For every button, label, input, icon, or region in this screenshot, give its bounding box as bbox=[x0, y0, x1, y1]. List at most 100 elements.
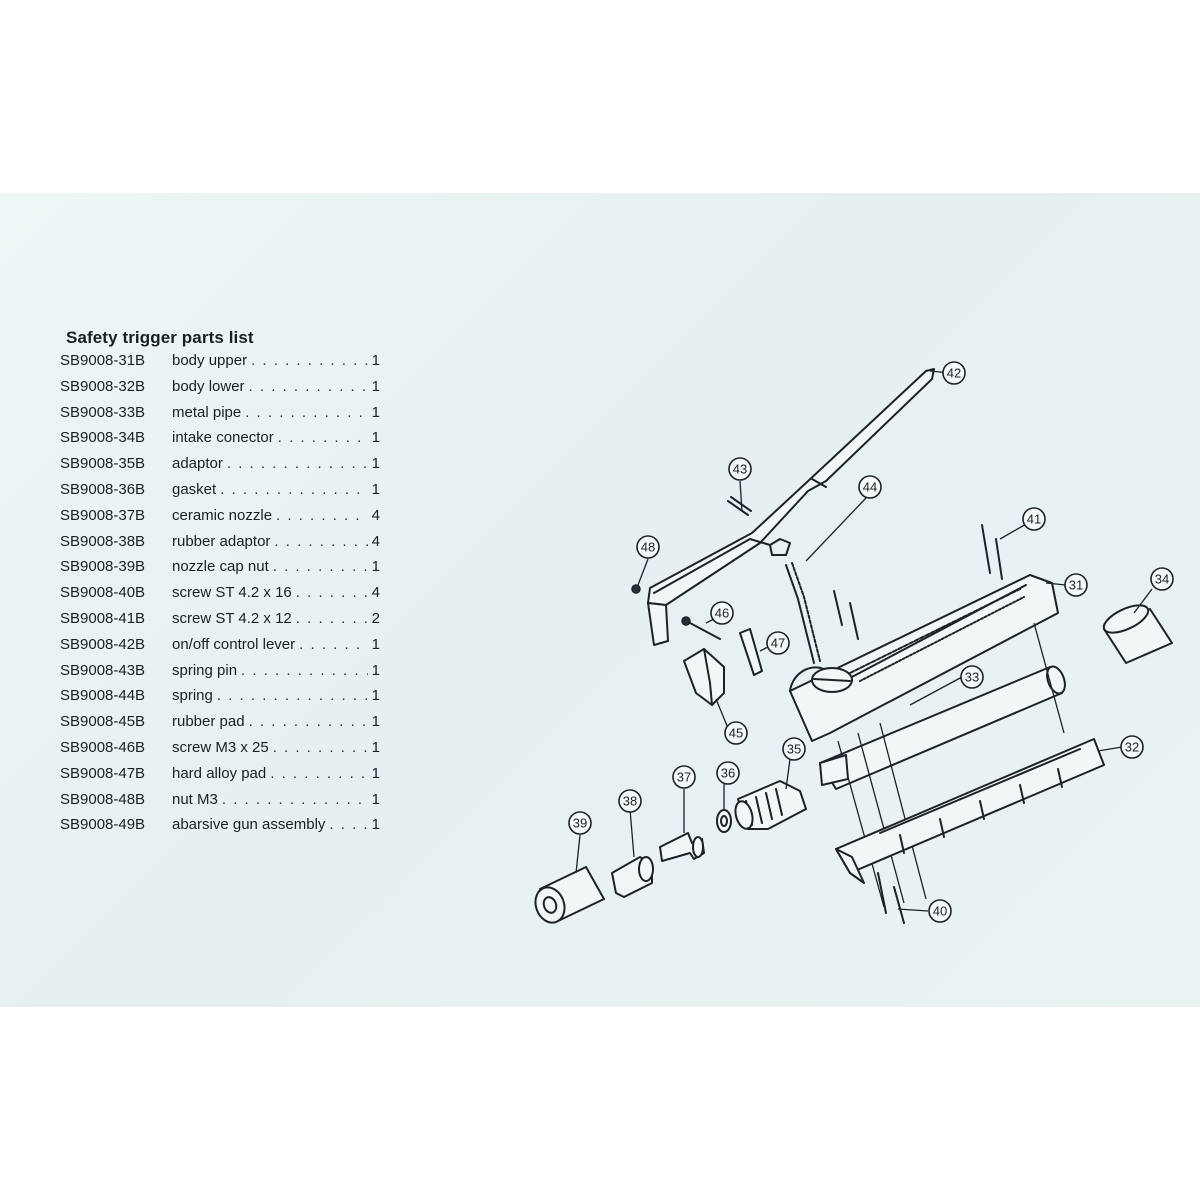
svg-text:31: 31 bbox=[1069, 578, 1083, 593]
svg-text:48: 48 bbox=[641, 540, 655, 555]
svg-text:47: 47 bbox=[771, 636, 785, 651]
svg-text:46: 46 bbox=[715, 606, 729, 621]
callout-44: 44 bbox=[858, 475, 882, 499]
part-code: SB9008-34B bbox=[60, 429, 146, 447]
svg-text:39: 39 bbox=[573, 816, 587, 831]
callout-33: 33 bbox=[960, 665, 984, 689]
part-description: rubber adaptor bbox=[172, 532, 271, 550]
part-quantity: 1 bbox=[371, 480, 380, 498]
dot-leader: . . . . . . . . . . . . . . . . . . . . … bbox=[245, 403, 367, 421]
part-code: SB9008-48B bbox=[60, 790, 146, 808]
part-quantity: 1 bbox=[371, 352, 380, 369]
part-code: SB9008-36B bbox=[60, 480, 146, 498]
dot-leader: . . . . . . . . . . . . . . . . . . . . … bbox=[299, 635, 368, 653]
part-37-ceramic-nozzle bbox=[659, 832, 705, 862]
svg-text:42: 42 bbox=[947, 366, 961, 381]
svg-text:33: 33 bbox=[965, 670, 979, 685]
leader-lines bbox=[575, 370, 1153, 912]
part-34-intake-connector bbox=[1102, 604, 1173, 664]
dot-leader: . . . . . . . . . . . . . . . . . . . . … bbox=[241, 661, 368, 679]
part-code: SB9008-47B bbox=[60, 764, 146, 782]
part-48-nut bbox=[631, 584, 641, 594]
dot-leader: . . . . . . . . . . . . . . . . . . . . … bbox=[272, 738, 368, 756]
dot-leader: . . . . . . . . . . . . . . . . . . . . … bbox=[248, 713, 368, 731]
part-code: SB9008-33B bbox=[60, 403, 146, 421]
part-35-adaptor bbox=[734, 780, 807, 830]
part-description: gasket bbox=[172, 480, 217, 498]
part-32-body-lower bbox=[819, 738, 1105, 884]
part-description: spring bbox=[172, 687, 213, 705]
part-quantity: 1 bbox=[371, 713, 380, 731]
part-code: SB9008-43B bbox=[60, 661, 146, 679]
part-code: SB9008-35B bbox=[60, 455, 146, 473]
svg-text:35: 35 bbox=[787, 742, 801, 757]
part-code: SB9008-41B bbox=[60, 609, 146, 627]
part-code: SB9008-32B bbox=[60, 377, 146, 395]
dot-leader: . . . . . . . . . . . . . . . . . . . . … bbox=[251, 352, 368, 369]
dot-leader: . . . . . . . . . . . . . . . . . . . . … bbox=[329, 816, 367, 834]
part-44-spring bbox=[785, 562, 821, 664]
part-quantity: 2 bbox=[371, 609, 380, 627]
part-43-spring-pin bbox=[727, 496, 752, 516]
part-quantity: 1 bbox=[371, 790, 380, 808]
callout-41: 41 bbox=[1022, 507, 1046, 531]
part-code: SB9008-40B bbox=[60, 584, 146, 602]
part-row: SB9008-47B hard alloy pad . . . . . . . .… bbox=[60, 765, 380, 791]
part-quantity: 1 bbox=[371, 661, 380, 679]
svg-text:41: 41 bbox=[1027, 512, 1041, 527]
dot-leader: . . . . . . . . . . . . . . . . . . . . … bbox=[216, 687, 368, 705]
part-description: nozzle cap nut bbox=[172, 558, 269, 576]
callout-43: 43 bbox=[728, 457, 752, 481]
part-description: body upper bbox=[172, 352, 248, 369]
part-row: SB9008-44B spring . . . . . . . . . . . .… bbox=[60, 687, 380, 713]
part-description: screw ST 4.2 x 16 bbox=[172, 584, 292, 602]
dot-leader: . . . . . . . . . . . . . . . . . . . . … bbox=[270, 764, 367, 782]
part-description: hard alloy pad bbox=[172, 764, 267, 782]
part-quantity: 4 bbox=[371, 532, 380, 550]
dot-leader: . . . . . . . . . . . . . . . . . . . . … bbox=[274, 532, 367, 550]
part-code: SB9008-38B bbox=[60, 532, 146, 550]
callout-31: 31 bbox=[1064, 573, 1088, 597]
part-code: SB9008-49B bbox=[60, 816, 146, 834]
exploded-diagram: 31 32 33 34 35 36 37 38 39 40 41 42 43 4… bbox=[534, 361, 1174, 924]
svg-text:40: 40 bbox=[933, 904, 947, 919]
dot-leader: . . . . . . . . . . . . . . . . . . . . … bbox=[248, 377, 368, 395]
svg-text:45: 45 bbox=[729, 726, 743, 741]
part-code: SB9008-44B bbox=[60, 687, 146, 705]
callout-32: 32 bbox=[1120, 735, 1144, 759]
part-description: screw ST 4.2 x 12 bbox=[172, 609, 292, 627]
callout-37: 37 bbox=[672, 765, 696, 789]
part-code: SB9008-42B bbox=[60, 635, 146, 653]
part-description: ceramic nozzle bbox=[172, 506, 273, 524]
svg-text:37: 37 bbox=[677, 770, 691, 785]
callout-36: 36 bbox=[716, 761, 740, 785]
dot-leader: . . . . . . . . . . . . . . . . . . . . … bbox=[272, 558, 368, 576]
part-description: intake conector bbox=[172, 429, 274, 447]
part-description: adaptor bbox=[172, 455, 223, 473]
part-code: SB9008-37B bbox=[60, 506, 146, 524]
svg-text:44: 44 bbox=[863, 480, 877, 495]
part-42-control-lever bbox=[647, 368, 935, 646]
callout-38: 38 bbox=[618, 789, 642, 813]
part-quantity: 1 bbox=[371, 816, 380, 834]
part-31-body-upper bbox=[789, 574, 1059, 742]
part-description: rubber pad bbox=[172, 713, 245, 731]
callout-46: 46 bbox=[710, 601, 734, 625]
part-quantity: 1 bbox=[371, 635, 380, 653]
part-row: SB9008-38B rubber adaptor . . . . . . . .… bbox=[60, 533, 380, 559]
